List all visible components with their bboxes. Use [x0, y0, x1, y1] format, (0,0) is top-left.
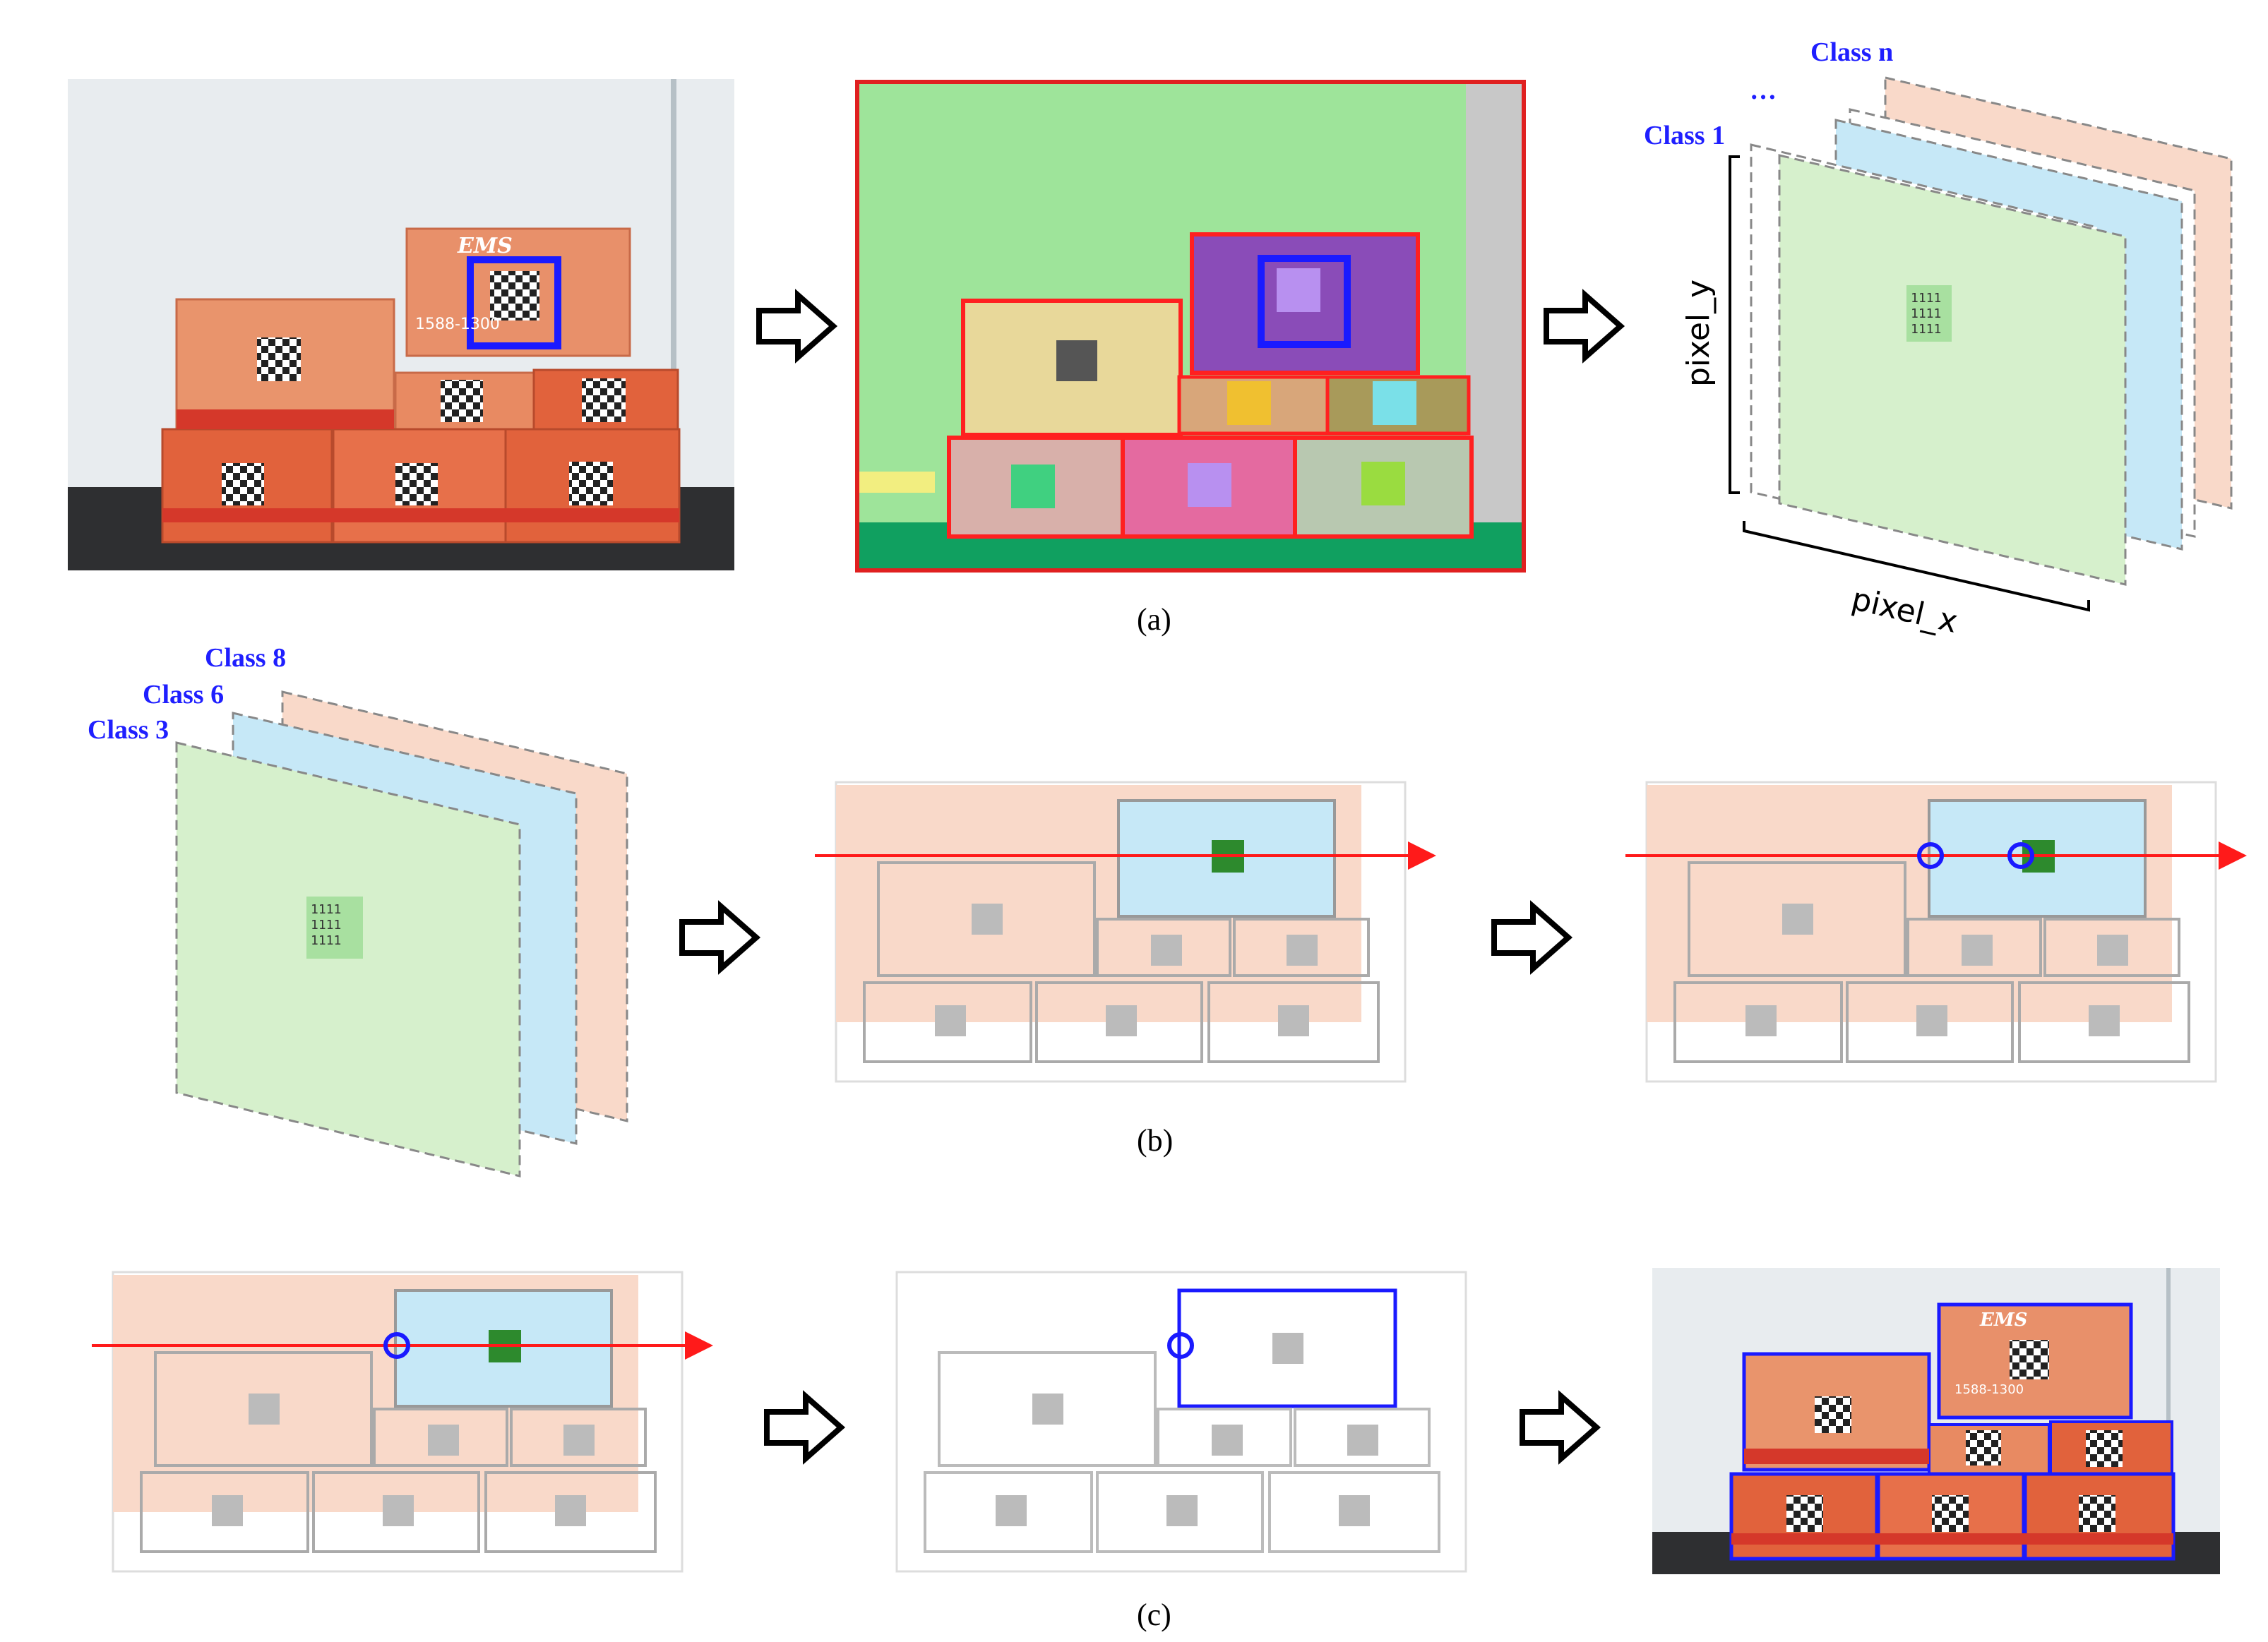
box-phone: 1588-1300: [1954, 1382, 2024, 1397]
class-label-dots: …: [1750, 76, 1777, 105]
fiducial-tag: [569, 462, 613, 505]
fiducial-tag: [222, 463, 264, 505]
boundary-marker: [1917, 842, 1944, 869]
photo-stacked-boxes: EMS 1588-1300: [68, 79, 734, 570]
roi-box: [1258, 255, 1351, 348]
final-detection-photo: EMS 1588-1300: [1652, 1268, 2220, 1574]
class-label-back: Class 8: [205, 643, 286, 673]
caption-a: (a): [1137, 602, 1171, 637]
roi-box: [467, 256, 561, 349]
right-arrow-icon: [1491, 900, 1573, 975]
selected-class-stack: 1111 1111 1111 Class 8 Class 6 Class 3: [88, 643, 628, 1177]
fiducial-tag: [582, 378, 626, 422]
class-label-mid: Class 6: [143, 680, 224, 709]
boundary-marker: [383, 1332, 410, 1359]
mask-bits: 1111: [311, 918, 341, 933]
right-arrow-icon: [764, 1390, 846, 1465]
class-label-front: Class 3: [88, 715, 169, 745]
fiducial-tag: [441, 380, 483, 422]
mask-bits: 1111: [311, 933, 341, 948]
axis-y-label: pixel_y: [1681, 280, 1717, 387]
mask-bits: 1111: [1911, 306, 1941, 321]
fiducial-tag: [257, 337, 301, 381]
boundary-marker: [1167, 1332, 1194, 1359]
right-arrow-icon: [1520, 1390, 1601, 1465]
mask-bits: 1111: [1911, 322, 1941, 337]
right-arrow-icon: [756, 289, 838, 364]
mask-bits: 1111: [311, 902, 341, 917]
axis-x-label: pixel_x: [1849, 581, 1962, 640]
box-phone: 1588-1300: [415, 316, 500, 333]
boundary-marker: [2007, 842, 2034, 869]
scan-panel-c1: [92, 1271, 713, 1573]
right-arrow-icon: [679, 900, 761, 975]
class-mask-stack: 1111 1111 1111 pixel_y pixel_x Class 1 ……: [1644, 37, 2233, 640]
class-label-last: Class n: [1810, 37, 1893, 67]
segmentation-result: [855, 80, 1526, 573]
detected-box-panel: [895, 1271, 1467, 1573]
mask-bits: 1111: [1911, 291, 1941, 306]
caption-c: (c): [1137, 1598, 1171, 1632]
caption-b: (b): [1137, 1123, 1173, 1158]
scan-panel-b2: [1625, 781, 2247, 1083]
scan-panel-b1: [815, 781, 1436, 1083]
box-brand: EMS: [1979, 1310, 2027, 1331]
fiducial-tag: [395, 463, 438, 505]
box-brand: EMS: [457, 234, 513, 258]
right-arrow-icon: [1544, 289, 1625, 364]
class-label-first: Class 1: [1644, 121, 1725, 150]
fiducial-tag: [490, 271, 539, 320]
